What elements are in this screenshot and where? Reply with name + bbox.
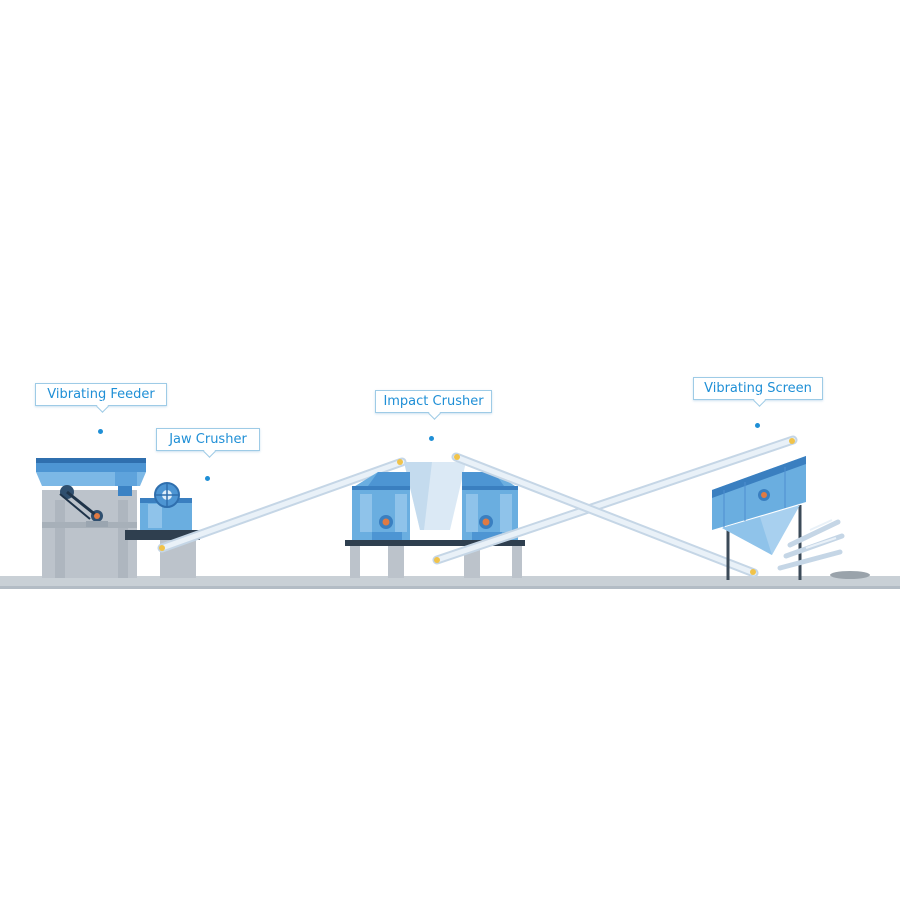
- label-impact-crusher: Impact Crusher: [375, 390, 492, 420]
- label-vibrating-feeder: Vibrating Feeder: [35, 383, 167, 413]
- label-vibrating-screen: Vibrating Screen: [693, 377, 823, 407]
- material-pile: [830, 571, 870, 579]
- conveyor-belt-3: [451, 452, 759, 578]
- marker-vibrating-feeder: [98, 429, 103, 434]
- screen-output-chutes: [777, 519, 845, 571]
- central-hopper: [404, 462, 466, 530]
- label-jaw-crusher-text: Jaw Crusher: [169, 432, 247, 447]
- ground-strip: [0, 576, 900, 588]
- conveyor-belt-1: [157, 457, 407, 553]
- vibrating-screen-machine: [712, 456, 806, 580]
- label-vibrating-feeder-text: Vibrating Feeder: [47, 387, 155, 402]
- impact-crusher-right: [462, 472, 518, 540]
- ground-shadow: [0, 586, 900, 589]
- marker-vibrating-screen: [755, 423, 760, 428]
- label-vibrating-screen-text: Vibrating Screen: [704, 381, 812, 396]
- impact-crusher-left: [352, 472, 410, 540]
- marker-impact-crusher: [429, 436, 434, 441]
- label-jaw-crusher: Jaw Crusher: [156, 428, 260, 458]
- conveyor-belt-2: [432, 435, 798, 565]
- vibrating-feeder-machine: [36, 458, 146, 578]
- label-impact-crusher-text: Impact Crusher: [383, 394, 484, 409]
- marker-jaw-crusher: [205, 476, 210, 481]
